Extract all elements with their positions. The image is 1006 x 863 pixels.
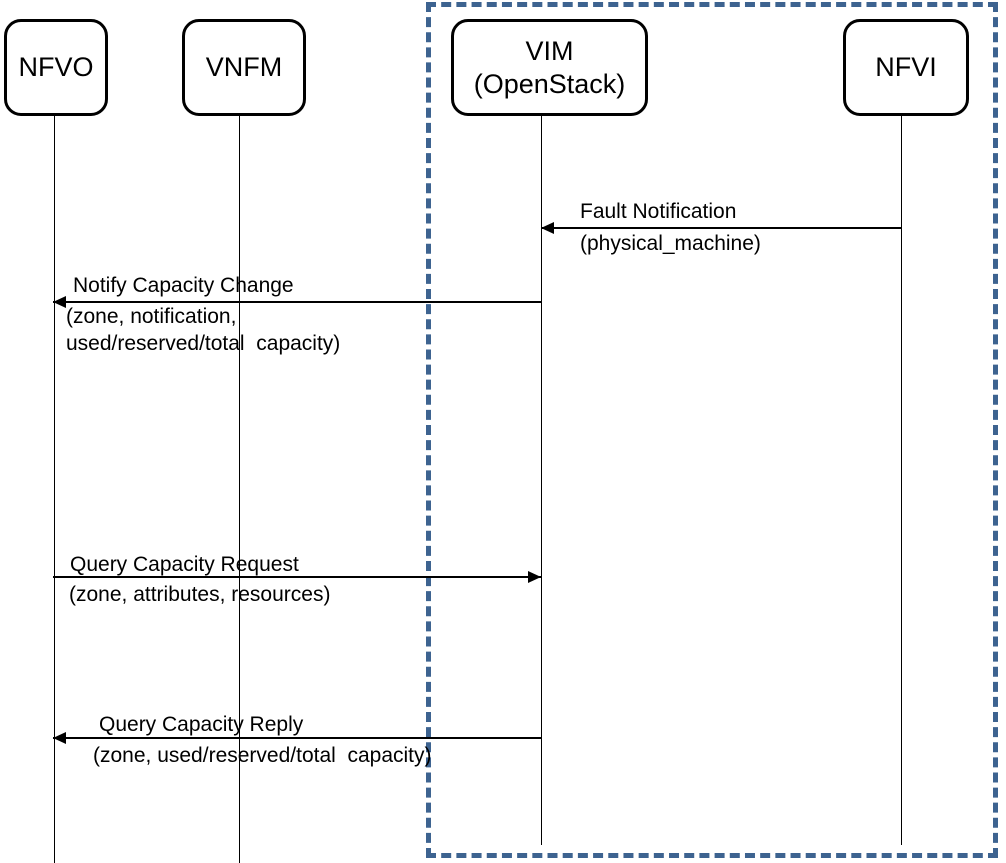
actor-label-vnfm: VNFM xyxy=(205,52,283,82)
message-label: (zone, used/reserved/total capacity) xyxy=(93,744,432,767)
message-line xyxy=(53,576,541,578)
message-label: Notify Capacity Change xyxy=(73,274,294,297)
actor-label-nfvo: NFVO xyxy=(18,52,94,82)
message-label: used/reserved/total capacity) xyxy=(66,332,341,355)
actor-box-nfvo: NFVO xyxy=(4,19,108,116)
message-label: Query Capacity Reply xyxy=(99,713,304,736)
arrowhead-left-icon xyxy=(53,296,66,308)
lifeline-vim xyxy=(540,115,542,845)
arrowhead-left-icon xyxy=(53,732,66,744)
message-line xyxy=(541,227,901,229)
message-label: (physical_machine) xyxy=(580,232,761,255)
message-label: Fault Notification xyxy=(580,200,737,223)
message-line xyxy=(53,737,541,739)
lifeline-nfvo xyxy=(53,115,55,863)
actor-box-vnfm: VNFM xyxy=(182,19,306,116)
message-label: (zone, notification, xyxy=(66,305,237,328)
lifeline-vnfm xyxy=(238,115,240,863)
message-label: (zone, attributes, resources) xyxy=(69,583,331,606)
message-line xyxy=(53,301,541,303)
vim-nfvi-boundary xyxy=(426,2,998,858)
actor-label-nfvi: NFVI xyxy=(875,52,937,82)
actor-box-vim: VIM (OpenStack) xyxy=(451,19,648,116)
arrowhead-right-icon xyxy=(528,571,541,583)
actor-box-nfvi: NFVI xyxy=(843,19,969,116)
actor-label-vim: VIM (OpenStack) xyxy=(473,35,626,99)
arrowhead-left-icon xyxy=(541,222,554,234)
message-label: Query Capacity Request xyxy=(70,553,299,576)
lifeline-nfvi xyxy=(900,115,902,845)
